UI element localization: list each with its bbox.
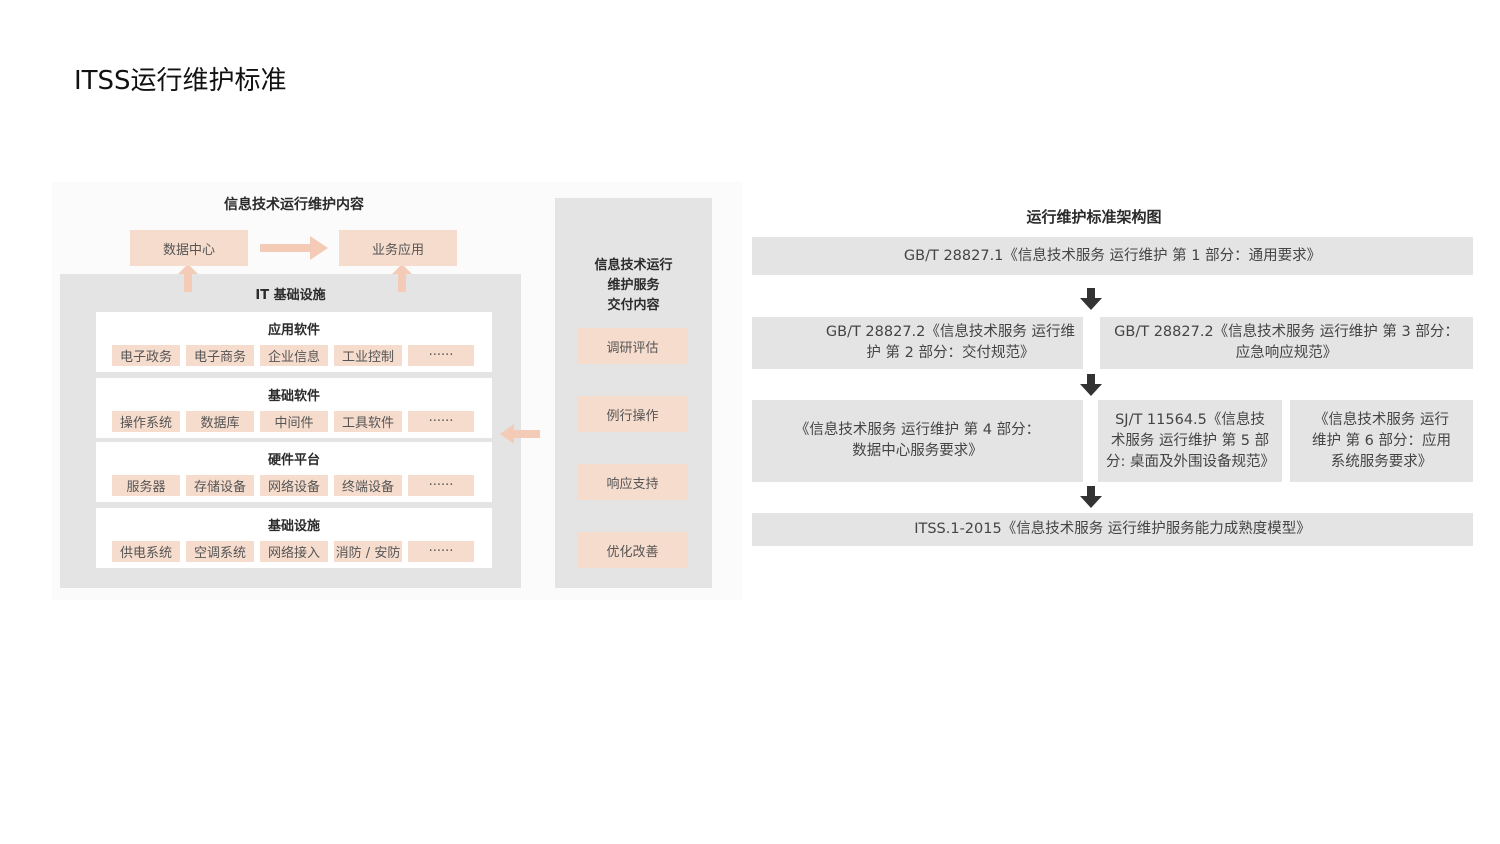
ops-standard-architecture-diagram: 运行维护标准架构图 GB/T 28827.1《信息技术服务 运行维护 第 1 部… xyxy=(742,196,1490,564)
it-infrastructure-panel: IT 基础设施 应用软件 电子政务 电子商务 企业信息 工业控制 ······ … xyxy=(60,274,521,588)
it-infrastructure-title: IT 基础设施 xyxy=(255,288,326,303)
delivery-item-optimize: 优化改善 xyxy=(577,532,688,568)
text-line: 分: 桌面及外围设备规范》 xyxy=(1106,453,1275,470)
chip-item: 电子政务 xyxy=(112,345,180,366)
text-line: 应急响应规范》 xyxy=(1235,345,1338,361)
delivery-content-title: 信息技术运行 维护服务 交付内容 xyxy=(555,256,712,316)
chip-row: 电子政务 电子商务 企业信息 工业控制 ······ xyxy=(112,345,474,366)
text-line: 《信息技术服务 运行维护 第 4 部分： xyxy=(794,422,1041,438)
chip-item: 消防 / 安防 xyxy=(334,541,402,562)
text-line: 《信息技术服务 运行 xyxy=(1313,411,1450,428)
chip-item: 电子商务 xyxy=(186,345,254,366)
std-gbt-28827-3-emergency: GB/T 28827.2《信息技术服务 运行维护 第 3 部分： 应急响应规范》 xyxy=(1100,317,1473,369)
text-line: 护 第 2 部分：交付规范》 xyxy=(866,345,1035,361)
text-line: 术服务 运行维护 第 5 部 xyxy=(1110,432,1270,449)
chip-item: 网络设备 xyxy=(260,475,328,496)
down-arrow-icon xyxy=(1080,486,1102,508)
section-title: 基础软件 xyxy=(267,389,320,404)
title-line: 交付内容 xyxy=(607,298,660,313)
chip-item: ······ xyxy=(408,541,474,562)
text-line: GB/T 28827.2《信息技术服务 运行维护 第 3 部分： xyxy=(1114,324,1459,340)
delivery-item-survey: 调研评估 xyxy=(577,328,688,364)
text-line: GB/T 28827.2《信息技术服务 运行维 xyxy=(825,324,1075,340)
chip-item: 工业控制 xyxy=(334,345,402,366)
std-part4-datacenter: 《信息技术服务 运行维护 第 4 部分： 数据中心服务要求》 xyxy=(752,400,1083,482)
it-ops-content-diagram: 信息技术运行维护内容 IT 基础设施 应用软件 电子政务 电子商务 企业信息 工… xyxy=(52,182,742,600)
chip-row: 服务器 存储设备 网络设备 终端设备 ······ xyxy=(112,475,474,496)
text-line: SJ/T 11564.5《信息技 xyxy=(1115,411,1265,428)
chip-item: 存储设备 xyxy=(186,475,254,496)
std-sjt-11564-5-desktop: SJ/T 11564.5《信息技 术服务 运行维护 第 5 部 分: 桌面及外围… xyxy=(1098,400,1282,482)
chip-item: 工具软件 xyxy=(334,411,402,432)
std-gbt-28827-1: GB/T 28827.1《信息技术服务 运行维护 第 1 部分：通用要求》 xyxy=(752,237,1473,275)
chip-row: 操作系统 数据库 中间件 工具软件 ······ xyxy=(112,411,474,432)
data-center-box: 数据中心 xyxy=(130,230,248,266)
chip-item: 供电系统 xyxy=(112,541,180,562)
down-arrow-icon xyxy=(1080,374,1102,396)
chip-item: ······ xyxy=(408,345,474,366)
chip-item: 企业信息 xyxy=(260,345,328,366)
delivery-item-response: 响应支持 xyxy=(577,464,688,500)
chip-item: ······ xyxy=(408,475,474,496)
chip-row: 供电系统 空调系统 网络接入 消防 / 安防 ······ xyxy=(112,541,474,562)
delivery-content-panel: 信息技术运行 维护服务 交付内容 调研评估 例行操作 响应支持 优化改善 xyxy=(555,198,712,588)
chip-item: 空调系统 xyxy=(186,541,254,562)
chip-item: 数据库 xyxy=(186,411,254,432)
chip-item: 服务器 xyxy=(112,475,180,496)
chip-item: 网络接入 xyxy=(260,541,328,562)
right-arrow-icon xyxy=(260,236,328,260)
section-hardware-platform: 硬件平台 服务器 存储设备 网络设备 终端设备 ······ xyxy=(96,442,492,502)
up-arrow-icon xyxy=(178,264,198,292)
section-application-software: 应用软件 电子政务 电子商务 企业信息 工业控制 ······ xyxy=(96,312,492,372)
left-arrow-icon xyxy=(500,424,540,444)
right-diagram-title: 运行维护标准架构图 xyxy=(1026,208,1162,226)
section-infrastructure-facilities: 基础设施 供电系统 空调系统 网络接入 消防 / 安防 ······ xyxy=(96,508,492,568)
section-title: 应用软件 xyxy=(267,323,320,338)
left-diagram-title: 信息技术运行维护内容 xyxy=(224,197,364,213)
text-line: 系统服务要求》 xyxy=(1330,453,1433,470)
chip-item: 终端设备 xyxy=(334,475,402,496)
text-line: 数据中心服务要求》 xyxy=(852,443,983,459)
chip-item: 中间件 xyxy=(260,411,328,432)
title-line: 维护服务 xyxy=(607,278,660,293)
std-part6-application: 《信息技术服务 运行 维护 第 6 部分：应用 系统服务要求》 xyxy=(1290,400,1473,482)
chip-item: ······ xyxy=(408,411,474,432)
title-line: 信息技术运行 xyxy=(594,258,673,273)
business-app-box: 业务应用 xyxy=(339,230,457,266)
up-arrow-icon xyxy=(392,264,412,292)
std-itss-1-2015: ITSS.1-2015《信息技术服务 运行维护服务能力成熟度模型》 xyxy=(752,513,1473,546)
delivery-item-routine: 例行操作 xyxy=(577,396,688,432)
chip-item: 操作系统 xyxy=(112,411,180,432)
section-title: 基础设施 xyxy=(267,519,320,534)
text-line: 维护 第 6 部分：应用 xyxy=(1311,432,1452,449)
std-gbt-28827-2-delivery: GB/T 28827.2《信息技术服务 运行维 护 第 2 部分：交付规范》 xyxy=(752,317,1083,369)
page-title: ITSS运行维护标准 xyxy=(74,66,287,96)
down-arrow-icon xyxy=(1080,288,1102,310)
section-base-software: 基础软件 操作系统 数据库 中间件 工具软件 ······ xyxy=(96,378,492,438)
section-title: 硬件平台 xyxy=(267,453,320,468)
